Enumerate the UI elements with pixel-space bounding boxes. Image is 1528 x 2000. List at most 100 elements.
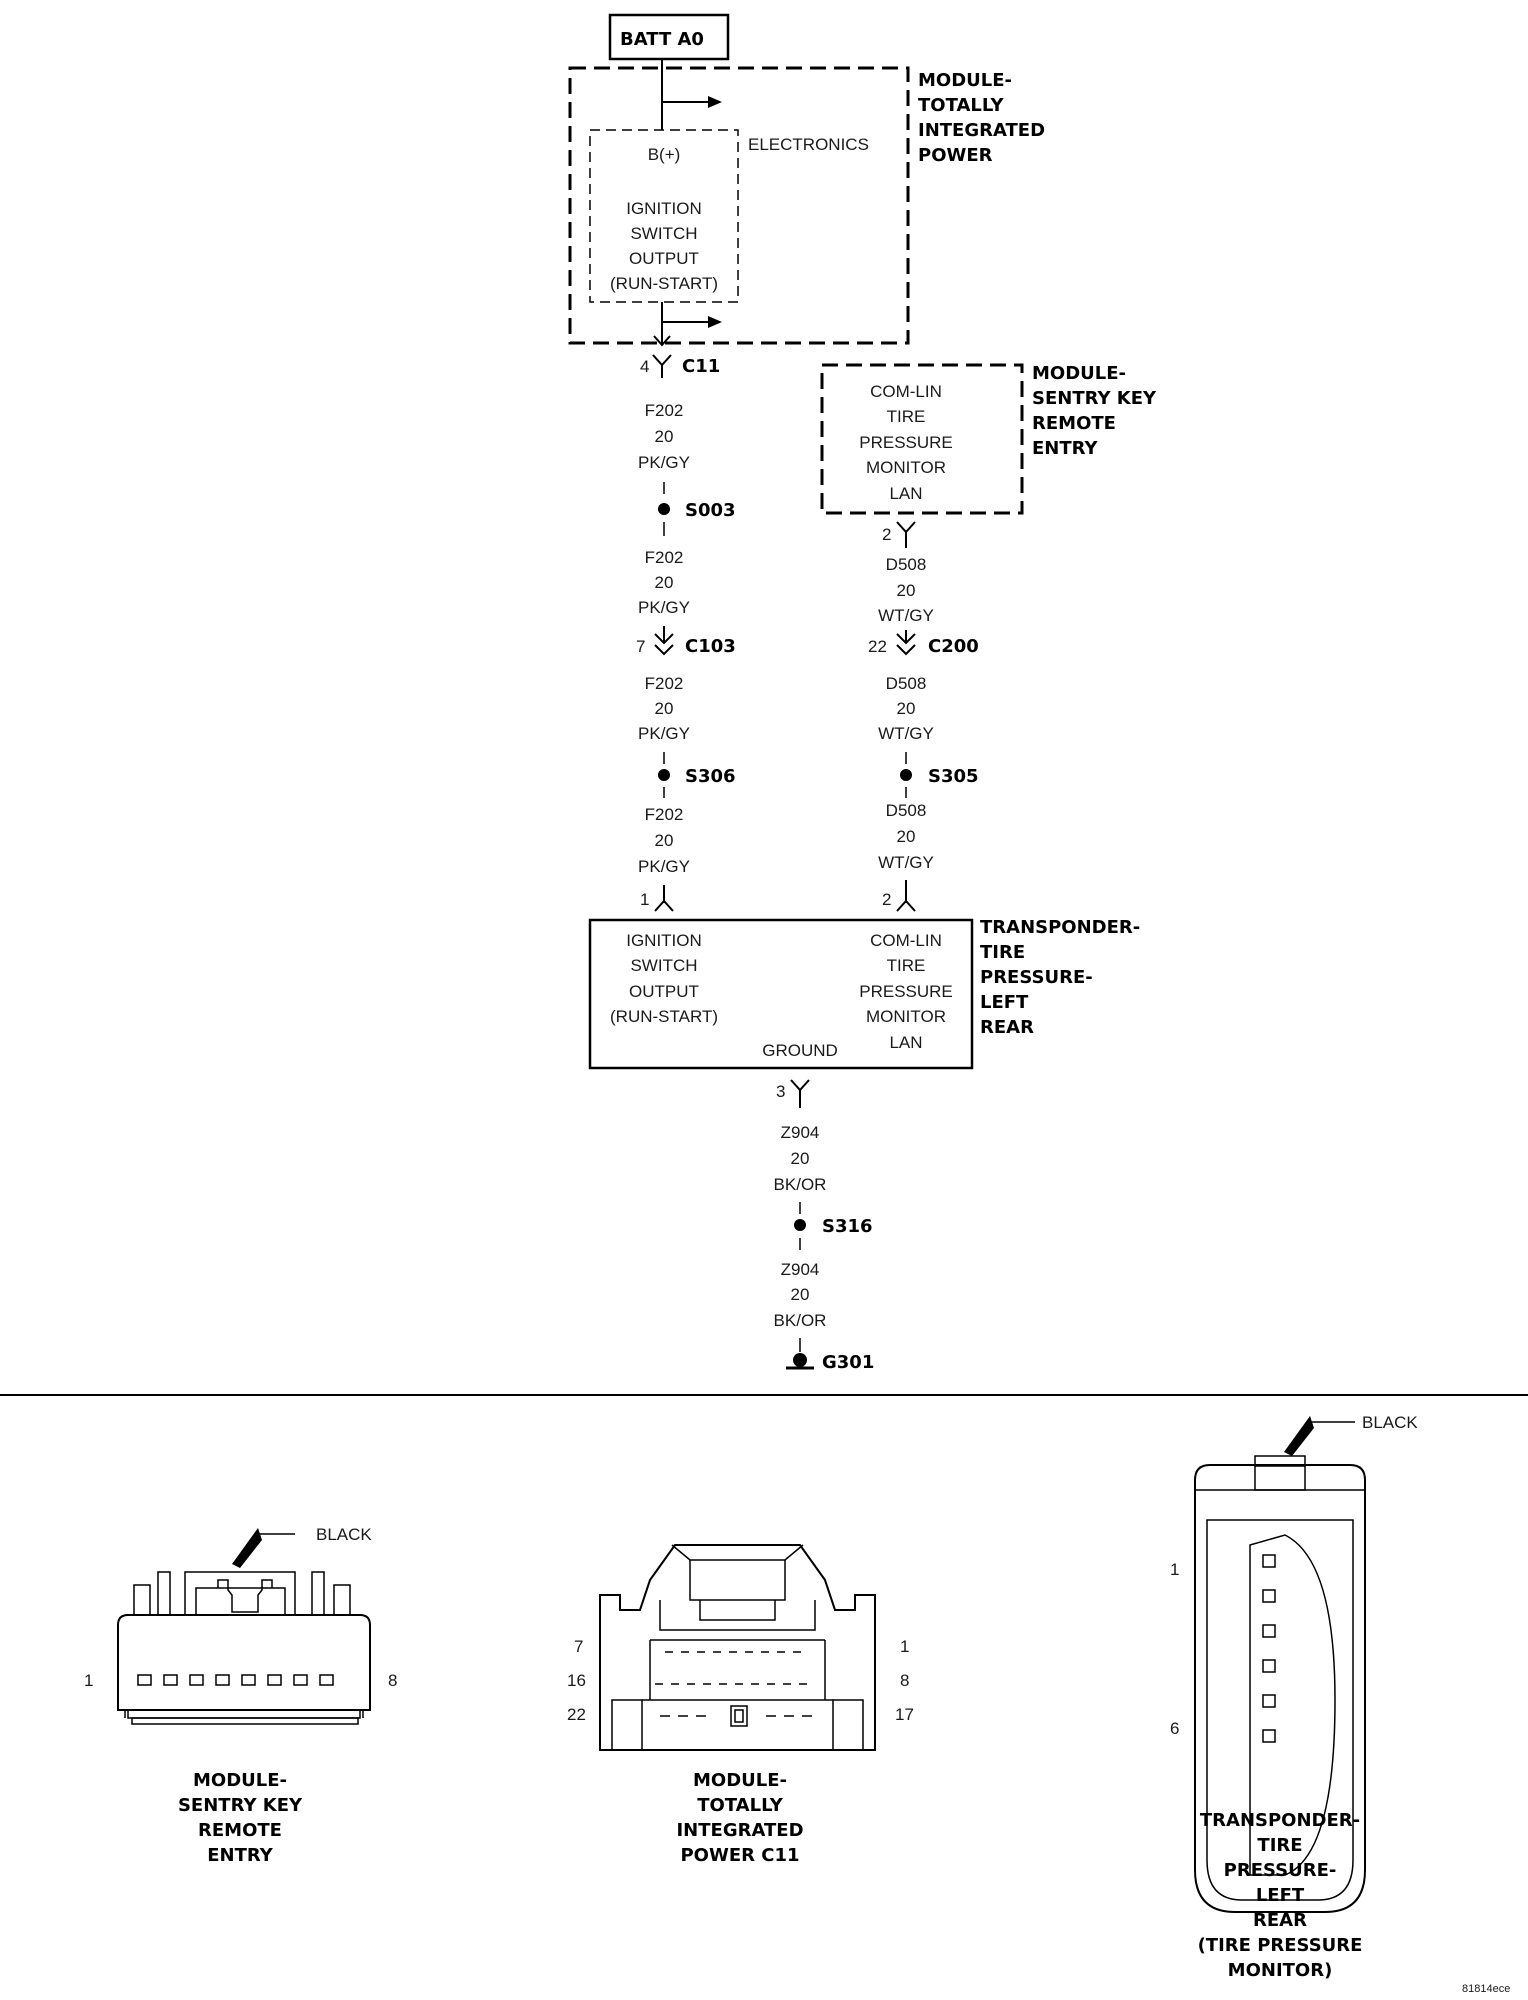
transponder-right-3: PRESSURE xyxy=(859,982,953,1001)
transponder-caption-5: REAR xyxy=(1253,1910,1307,1931)
c103-connector-icon xyxy=(654,626,674,656)
tipm-electronics-label: ELECTRONICS xyxy=(748,135,869,154)
f202-wire2-circuit: F202 xyxy=(645,548,684,567)
tipm-title-2: TOTALLY xyxy=(918,95,1005,116)
tipm-c11-connector-view xyxy=(599,1544,876,1751)
f202-wire1-color: PK/GY xyxy=(638,453,690,472)
skreem-title-2: SENTRY KEY xyxy=(1032,388,1157,409)
transponder-caption-6: (TIRE PRESSURE xyxy=(1198,1935,1363,1956)
skreem-title-1: MODULE- xyxy=(1032,363,1126,384)
tipm-ign-line-1: IGNITION xyxy=(626,199,702,218)
transponder-connector-view xyxy=(1194,1455,1366,1913)
d508-wire2-circuit: D508 xyxy=(886,674,927,693)
tipm-connector-pin-1: 1 xyxy=(900,1637,909,1656)
tipm-ign-line-4: (RUN-START) xyxy=(610,274,718,293)
transponder-connector-pin-1: 1 xyxy=(1170,1560,1179,1579)
tipm-ign-line-3: OUTPUT xyxy=(629,249,699,268)
skreem-pin2-connector-icon xyxy=(896,521,916,548)
tipm-title-3: INTEGRATED xyxy=(918,120,1045,141)
tipm-title-1: MODULE- xyxy=(918,70,1012,91)
c200-label: C200 xyxy=(928,636,979,657)
s316-label: S316 xyxy=(822,1216,873,1237)
skreem-black-pointer-icon xyxy=(232,1528,262,1568)
transponder-left-2: SWITCH xyxy=(630,956,697,975)
skreem-caption-1: MODULE- xyxy=(193,1770,287,1791)
transponder-title-4: LEFT xyxy=(980,992,1029,1013)
batt-a0-box xyxy=(608,13,730,61)
tipm-ign-line-2: SWITCH xyxy=(630,224,697,243)
g301-ground-icon xyxy=(786,1353,814,1370)
transponder-right-1: COM-LIN xyxy=(870,931,942,950)
d508-wire2-color: WT/GY xyxy=(878,724,934,743)
c11-connector-icon xyxy=(652,354,672,378)
transponder-caption-4: LEFT xyxy=(1256,1885,1305,1906)
tipm-bplus-label: B(+) xyxy=(648,145,681,164)
f202-wire3-circuit: F202 xyxy=(645,674,684,693)
z904-wire2-color: BK/OR xyxy=(774,1311,827,1330)
d508-wire1-circuit: D508 xyxy=(886,555,927,574)
f202-wire3-gauge: 20 xyxy=(655,699,674,718)
z904-wire2-circuit: Z904 xyxy=(781,1260,820,1279)
skreem-caption-4: ENTRY xyxy=(207,1845,274,1866)
c11-pin: 4 xyxy=(640,357,649,376)
transponder-caption-2: TIRE xyxy=(1257,1835,1302,1856)
skreem-func-1: COM-LIN xyxy=(870,382,942,401)
transponder-pin3: 3 xyxy=(776,1082,785,1101)
s306-label: S306 xyxy=(685,766,736,787)
tipm-caption-3: INTEGRATED xyxy=(676,1820,803,1841)
f202-wire1-gauge: 20 xyxy=(655,427,674,446)
skreem-title-4: ENTRY xyxy=(1032,438,1099,459)
d508-wire3-circuit: D508 xyxy=(886,801,927,820)
transponder-pin3-connector-icon xyxy=(790,1079,810,1108)
transponder-caption-3: PRESSURE- xyxy=(1224,1860,1337,1881)
tipm-connector-pin-7: 7 xyxy=(574,1637,583,1656)
transponder-right-2: TIRE xyxy=(887,956,926,975)
tipm-electronics-outline xyxy=(589,129,739,303)
transponder-right-5: LAN xyxy=(889,1033,922,1052)
tipm-caption-2: TOTALLY xyxy=(697,1795,784,1816)
transponder-pin2: 2 xyxy=(882,890,891,909)
transponder-pin1-connector-icon xyxy=(654,885,674,912)
skreem-caption-3: REMOTE xyxy=(198,1820,282,1841)
skreem-func-3: PRESSURE xyxy=(859,433,953,452)
transponder-caption-7: MONITOR) xyxy=(1228,1960,1333,1981)
c103-label: C103 xyxy=(685,636,736,657)
d508-wire3-gauge: 20 xyxy=(897,827,916,846)
s306-splice-icon xyxy=(658,769,670,781)
skreem-module-outline xyxy=(820,363,1024,515)
transponder-pin2-connector-icon xyxy=(896,880,916,912)
s003-splice-icon xyxy=(658,503,670,515)
batt-branch-arrow-icon xyxy=(708,96,722,108)
c200-pin: 22 xyxy=(868,637,887,656)
skreem-connector-color: BLACK xyxy=(316,1525,372,1544)
tipm-out-fork xyxy=(653,335,671,347)
s305-splice-icon xyxy=(900,769,912,781)
transponder-left-3: OUTPUT xyxy=(629,982,699,1001)
d508-wire1-gauge: 20 xyxy=(897,581,916,600)
transponder-title-2: TIRE xyxy=(980,942,1025,963)
f202-wire3-color: PK/GY xyxy=(638,724,690,743)
c103-pin: 7 xyxy=(636,637,645,656)
z904-wire1-circuit: Z904 xyxy=(781,1123,820,1142)
transponder-ground-label: GROUND xyxy=(762,1041,838,1060)
tipm-connector-pin-22: 22 xyxy=(567,1705,586,1724)
skreem-connector-pin-left: 1 xyxy=(84,1671,93,1690)
z904-wire2-gauge: 20 xyxy=(791,1285,810,1304)
transponder-title-5: REAR xyxy=(980,1017,1034,1038)
d508-wire3-color: WT/GY xyxy=(878,853,934,872)
tipm-connector-pin-17: 17 xyxy=(895,1705,914,1724)
f202-wire4-color: PK/GY xyxy=(638,857,690,876)
transponder-right-4: MONITOR xyxy=(866,1007,946,1026)
transponder-title-1: TRANSPONDER- xyxy=(980,917,1140,938)
s316-splice-icon xyxy=(794,1219,806,1231)
transponder-pin1: 1 xyxy=(640,890,649,909)
skreem-func-2: TIRE xyxy=(887,407,926,426)
tipm-title-4: POWER xyxy=(918,145,993,166)
skreem-func-5: LAN xyxy=(889,484,922,503)
skreem-caption-2: SENTRY KEY xyxy=(178,1795,303,1816)
tipm-module-outline xyxy=(568,66,910,345)
f202-wire2-gauge: 20 xyxy=(655,573,674,592)
tipm-caption-1: MODULE- xyxy=(693,1770,787,1791)
skreem-connector-view xyxy=(117,1571,371,1725)
